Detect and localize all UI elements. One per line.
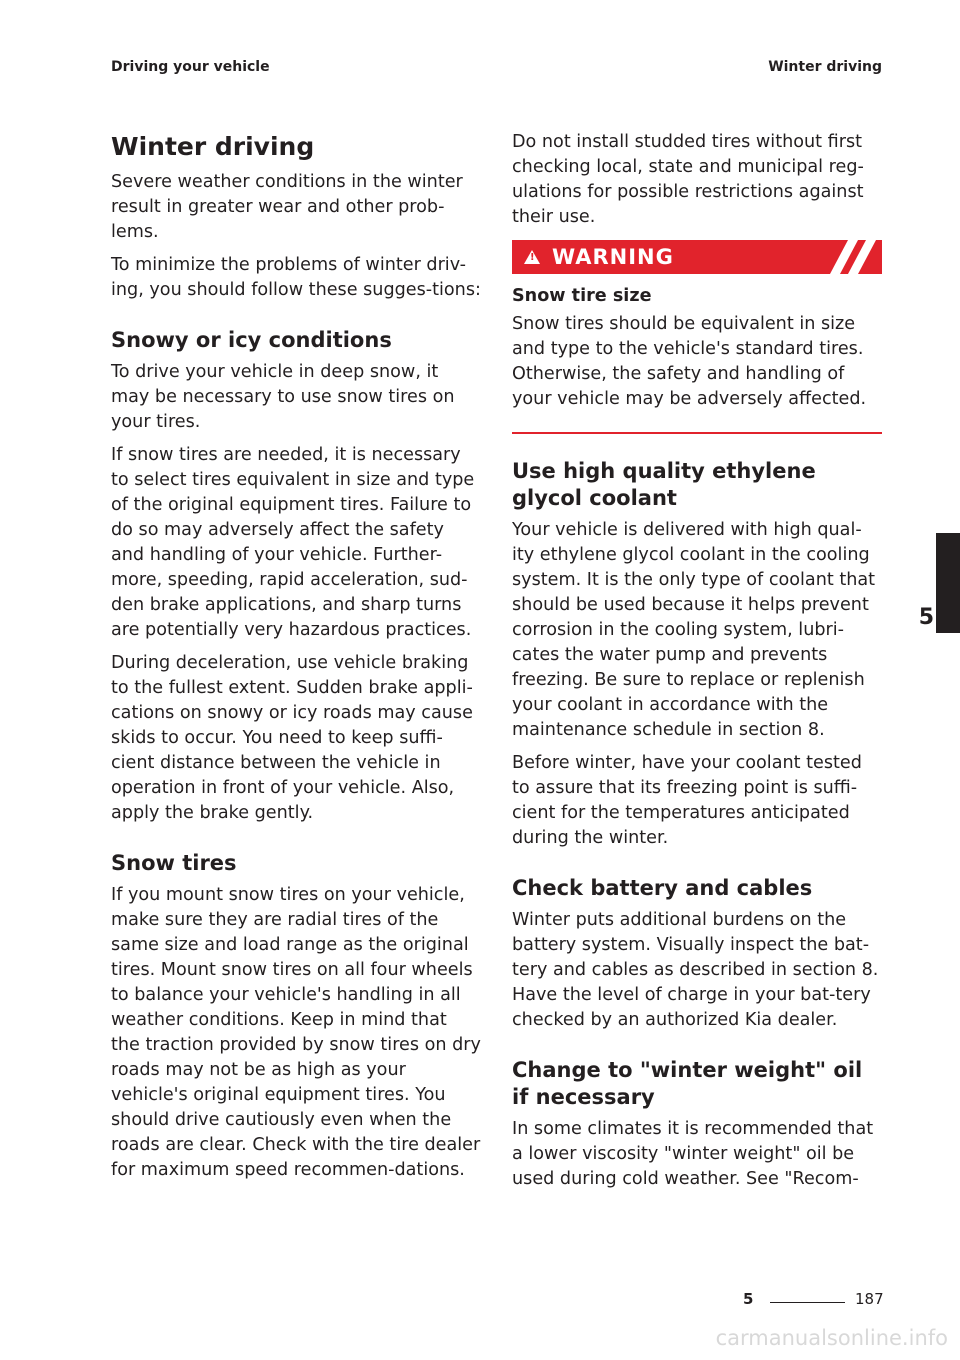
warning-triangle-icon: !: [524, 250, 540, 264]
coolant-paragraph-1: Your vehicle is delivered with high qual…: [512, 520, 876, 740]
chapter-tab-number: 5: [918, 605, 934, 630]
slash-stripes-icon: [830, 240, 876, 274]
intro-paragraph-2: To minimize the problems of winter driv-…: [111, 255, 481, 300]
winter-oil-heading: Change to "winter weight" oil if necessa…: [512, 1058, 863, 1109]
warning-banner: ! WARNING: [512, 240, 882, 274]
snowy-paragraph-3: During deceleration, use vehicle braking…: [111, 653, 473, 823]
left-column: Winter driving Severe weather conditions…: [111, 130, 481, 1191]
header-topic-title: Winter driving: [768, 59, 882, 75]
snow-tires-heading: Snow tires: [111, 851, 237, 875]
chapter-tab: [936, 533, 960, 633]
winter-oil-paragraph: In some climates it is recommended that …: [512, 1119, 874, 1189]
page-title: Winter driving: [111, 132, 315, 161]
coolant-heading: Use high quality ethylene glycol coolant: [512, 459, 816, 510]
studded-tires-paragraph: Do not install studded tires without fir…: [512, 132, 864, 227]
watermark: carmanualsonline.info: [715, 1326, 948, 1350]
coolant-paragraph-2: Before winter, have your coolant tested …: [512, 753, 862, 848]
footer-section-number: 5: [743, 1290, 754, 1308]
right-column: Do not install studded tires without fir…: [512, 130, 882, 1200]
snowy-paragraph-2: If snow tires are needed, it is necessar…: [111, 445, 475, 640]
footer-page-number: 187: [855, 1290, 884, 1308]
footer-divider: [770, 1302, 845, 1303]
intro-paragraph-1: Severe weather conditions in the winter …: [111, 172, 463, 242]
warning-text: Snow tires should be equivalent in size …: [512, 314, 867, 409]
warning-divider: [512, 432, 882, 434]
warning-title: Snow tire size: [512, 286, 652, 306]
header-section-title: Driving your vehicle: [111, 59, 270, 75]
battery-heading: Check battery and cables: [512, 876, 813, 900]
snow-tires-paragraph: If you mount snow tires on your vehicle,…: [111, 885, 481, 1180]
snowy-icy-heading: Snowy or icy conditions: [111, 328, 392, 352]
warning-label: WARNING: [552, 245, 674, 269]
snowy-paragraph-1: To drive your vehicle in deep snow, it m…: [111, 362, 455, 432]
battery-paragraph: Winter puts additional burdens on the ba…: [512, 910, 879, 1030]
